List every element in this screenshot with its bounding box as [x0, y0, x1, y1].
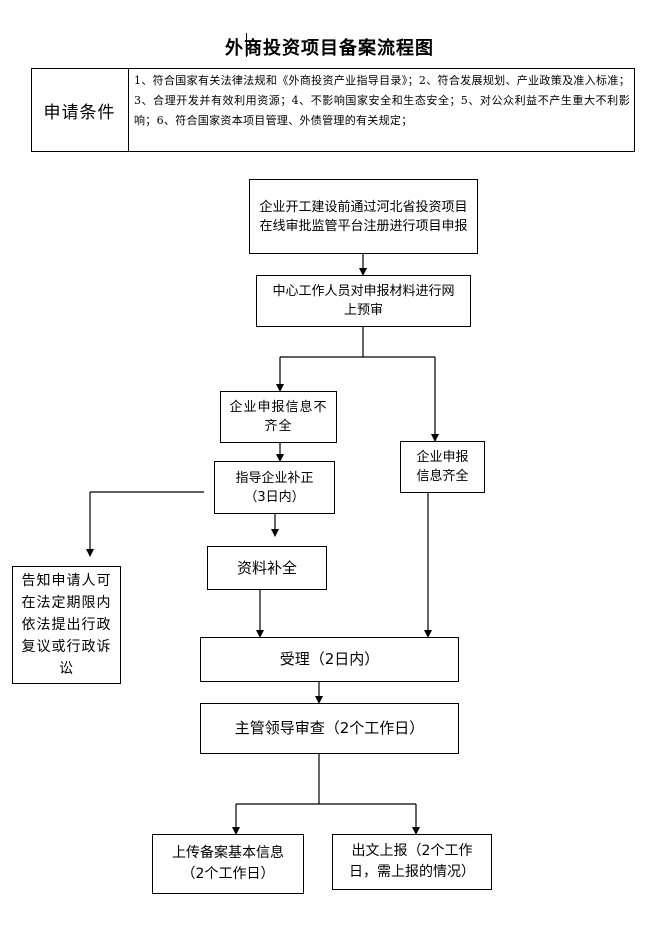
text-cursor: [246, 33, 247, 57]
conditions-text: 1、符合国家有关法律法规和《外商投资产业指导目录》；2、符合发展规划、产业政策及…: [134, 74, 630, 127]
node-leader-review: 主管领导审查（2个工作日）: [200, 703, 459, 754]
conditions-table: [31, 68, 635, 152]
node-accept: 受理（2日内）: [200, 637, 459, 682]
node-materials-complete: 资料补全: [207, 546, 327, 590]
node-upload-info: 上传备案基本信息（2个工作日）: [152, 834, 304, 894]
node-issue-report: 出文上报（2个工作日，需上报的情况）: [332, 834, 492, 890]
node-info-complete: 企业申报信息齐全: [400, 441, 485, 493]
page-title: 外商投资项目备案流程图: [225, 38, 434, 59]
conditions-label: 申请条件: [31, 68, 129, 152]
node-info-incomplete: 企业申报信息不齐全: [220, 391, 337, 443]
node-guide-fix: 指导企业补正（3日内）: [214, 461, 335, 514]
node-prereview: 中心工作人员对申报材料进行网上预审: [256, 275, 471, 327]
node-online-register: 企业开工建设前通过河北省投资项目在线审批监管平台注册进行项目申报: [249, 179, 478, 254]
node-inform-applicant: 告知申请人可在法定期限内依法提出行政复议或行政诉讼: [12, 566, 121, 684]
